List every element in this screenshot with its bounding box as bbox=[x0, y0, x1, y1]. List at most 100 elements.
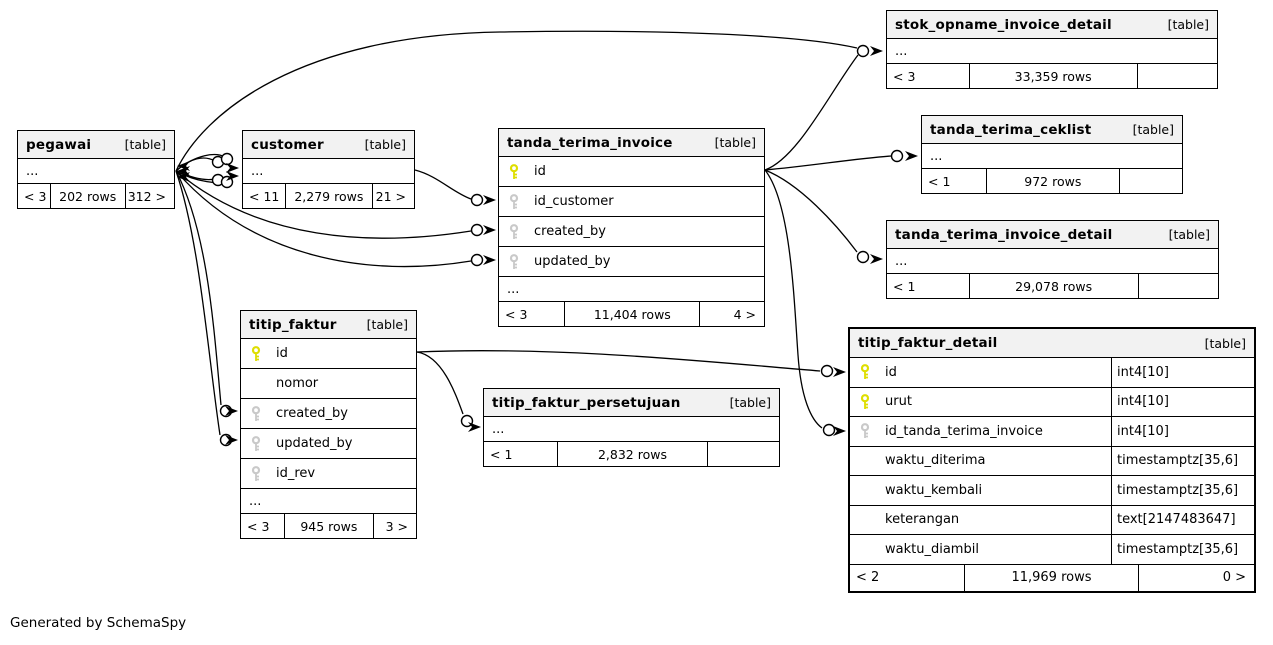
connector-circle bbox=[856, 44, 870, 58]
table-title: tanda_terima_ceklist bbox=[930, 121, 1092, 138]
column-row: updated_by bbox=[241, 429, 416, 459]
primary-key-icon bbox=[507, 163, 521, 180]
table-titip-faktur-persetujuan[interactable]: titip_faktur_persetujuan [table] ... < 1… bbox=[483, 388, 780, 467]
hidden-columns-row: ... bbox=[887, 249, 1218, 274]
column-type: int4[10] bbox=[1111, 358, 1254, 387]
relationship-line bbox=[175, 170, 472, 268]
connector-arrow bbox=[870, 254, 883, 264]
connector-circle bbox=[822, 423, 836, 437]
ellipsis-label: ... bbox=[507, 281, 520, 297]
column-name: id_customer bbox=[534, 194, 614, 209]
row-count: 2,832 rows bbox=[558, 442, 709, 466]
column-row: waktu_diambil timestamptz[35,6] bbox=[850, 535, 1254, 565]
table-footer: < 3 202 rows 312 > bbox=[18, 184, 174, 208]
column-row: id int4[10] bbox=[850, 358, 1254, 388]
child-count: 21 > bbox=[375, 188, 406, 204]
table-footer: < 2 11,969 rows 0 > bbox=[850, 564, 1254, 591]
table-tag: [table] bbox=[714, 135, 756, 150]
ellipsis-label: ... bbox=[895, 253, 908, 269]
table-header[interactable]: titip_faktur_persetujuan [table] bbox=[484, 389, 779, 417]
table-tag: [table] bbox=[1168, 227, 1210, 242]
table-footer: < 1 2,832 rows bbox=[484, 442, 779, 466]
table-titip-faktur-detail[interactable]: titip_faktur_detail [table] id int4[10] … bbox=[848, 327, 1256, 593]
table-title: tanda_terima_invoice_detail bbox=[895, 226, 1113, 243]
primary-key-icon bbox=[249, 345, 263, 362]
table-pegawai[interactable]: pegawai [table] ... < 3 202 rows 312 > bbox=[17, 130, 175, 209]
column-row: updated_by bbox=[499, 247, 764, 277]
table-header[interactable]: titip_faktur_detail [table] bbox=[850, 329, 1254, 358]
primary-key-icon bbox=[858, 364, 872, 380]
relationship-line bbox=[764, 155, 892, 171]
ellipsis-label: ... bbox=[251, 163, 264, 179]
table-header[interactable]: tanda_terima_invoice [table] bbox=[499, 129, 764, 157]
no-key-spacer bbox=[249, 376, 263, 392]
table-stok-opname-invoice-detail[interactable]: stok_opname_invoice_detail [table] ... <… bbox=[886, 10, 1218, 89]
column-name: urut bbox=[885, 394, 912, 410]
parent-count: < 2 bbox=[850, 564, 965, 591]
connector-arrow bbox=[226, 171, 239, 181]
row-count: 202 rows bbox=[51, 184, 126, 208]
foreign-key-icon bbox=[858, 423, 872, 439]
row-count: 11,969 rows bbox=[965, 564, 1139, 591]
relationship-line bbox=[175, 170, 222, 406]
column-type: int4[10] bbox=[1111, 387, 1254, 416]
row-count: 972 rows bbox=[987, 169, 1120, 193]
column-name: id bbox=[276, 346, 288, 361]
connector-arrow bbox=[483, 195, 496, 205]
relationship-line bbox=[175, 170, 221, 436]
column-row: nomor bbox=[241, 369, 416, 399]
table-footer: < 3 33,359 rows bbox=[887, 64, 1217, 88]
table-title: titip_faktur bbox=[249, 316, 337, 333]
table-footer: < 1 29,078 rows bbox=[887, 274, 1218, 298]
child-count bbox=[1139, 274, 1218, 298]
ellipsis-label: ... bbox=[492, 421, 505, 437]
child-count: 0 > bbox=[1222, 570, 1246, 585]
table-header[interactable]: pegawai [table] bbox=[18, 131, 174, 159]
connector-circle bbox=[470, 253, 484, 267]
table-tanda-terima-invoice[interactable]: tanda_terima_invoice [table] id id_custo… bbox=[498, 128, 765, 327]
table-header[interactable]: customer [table] bbox=[243, 131, 414, 159]
table-customer[interactable]: customer [table] ... < 11 2,279 rows 21 … bbox=[242, 130, 415, 209]
column-row: id_customer bbox=[499, 187, 764, 217]
no-key-spacer bbox=[858, 482, 872, 498]
relationship-line bbox=[416, 350, 821, 372]
parent-count: < 1 bbox=[484, 442, 558, 466]
table-header[interactable]: stok_opname_invoice_detail [table] bbox=[887, 11, 1217, 39]
connector-circle bbox=[890, 149, 904, 163]
ellipsis-label: ... bbox=[249, 493, 262, 509]
column-name: waktu_kembali bbox=[885, 482, 983, 498]
table-tanda-terima-ceklist[interactable]: tanda_terima_ceklist [table] ... < 1 972… bbox=[921, 115, 1183, 194]
column-name: id_tanda_terima_invoice bbox=[885, 423, 1043, 439]
child-count: 312 > bbox=[127, 188, 166, 204]
child-count bbox=[1138, 64, 1217, 88]
column-row: waktu_kembali timestamptz[35,6] bbox=[850, 476, 1254, 506]
relationship-line bbox=[764, 54, 859, 171]
table-tanda-terima-invoice-detail[interactable]: tanda_terima_invoice_detail [table] ... … bbox=[886, 220, 1219, 299]
table-footer: < 3 11,404 rows 4 > bbox=[499, 302, 764, 326]
table-footer: < 3 945 rows 3 > bbox=[241, 514, 416, 538]
column-name: id bbox=[885, 364, 897, 380]
table-tag: [table] bbox=[1132, 122, 1174, 137]
table-header[interactable]: tanda_terima_ceklist [table] bbox=[922, 116, 1182, 144]
no-key-spacer bbox=[858, 453, 872, 469]
parent-count: < 3 bbox=[18, 184, 51, 208]
parent-count: < 3 bbox=[499, 302, 566, 326]
column-row: waktu_diterima timestamptz[35,6] bbox=[850, 446, 1254, 476]
connector-circle bbox=[856, 250, 870, 264]
column-name: updated_by bbox=[276, 436, 353, 451]
connector-arrow bbox=[225, 435, 238, 445]
connector-arrow bbox=[177, 172, 190, 182]
parent-count: < 3 bbox=[241, 514, 285, 538]
row-count: 945 rows bbox=[285, 514, 374, 538]
table-header[interactable]: tanda_terima_invoice_detail [table] bbox=[887, 221, 1218, 249]
table-header[interactable]: titip_faktur [table] bbox=[241, 311, 416, 339]
table-footer: < 11 2,279 rows 21 > bbox=[243, 184, 414, 208]
column-row: id_rev bbox=[241, 459, 416, 489]
column-type: timestamptz[35,6] bbox=[1111, 476, 1254, 505]
table-title: tanda_terima_invoice bbox=[507, 134, 673, 151]
table-title: stok_opname_invoice_detail bbox=[895, 16, 1112, 33]
table-title: titip_faktur_detail bbox=[858, 335, 998, 351]
relationship-line bbox=[764, 169, 823, 429]
table-titip-faktur[interactable]: titip_faktur [table] id nomor created_by… bbox=[240, 310, 417, 539]
